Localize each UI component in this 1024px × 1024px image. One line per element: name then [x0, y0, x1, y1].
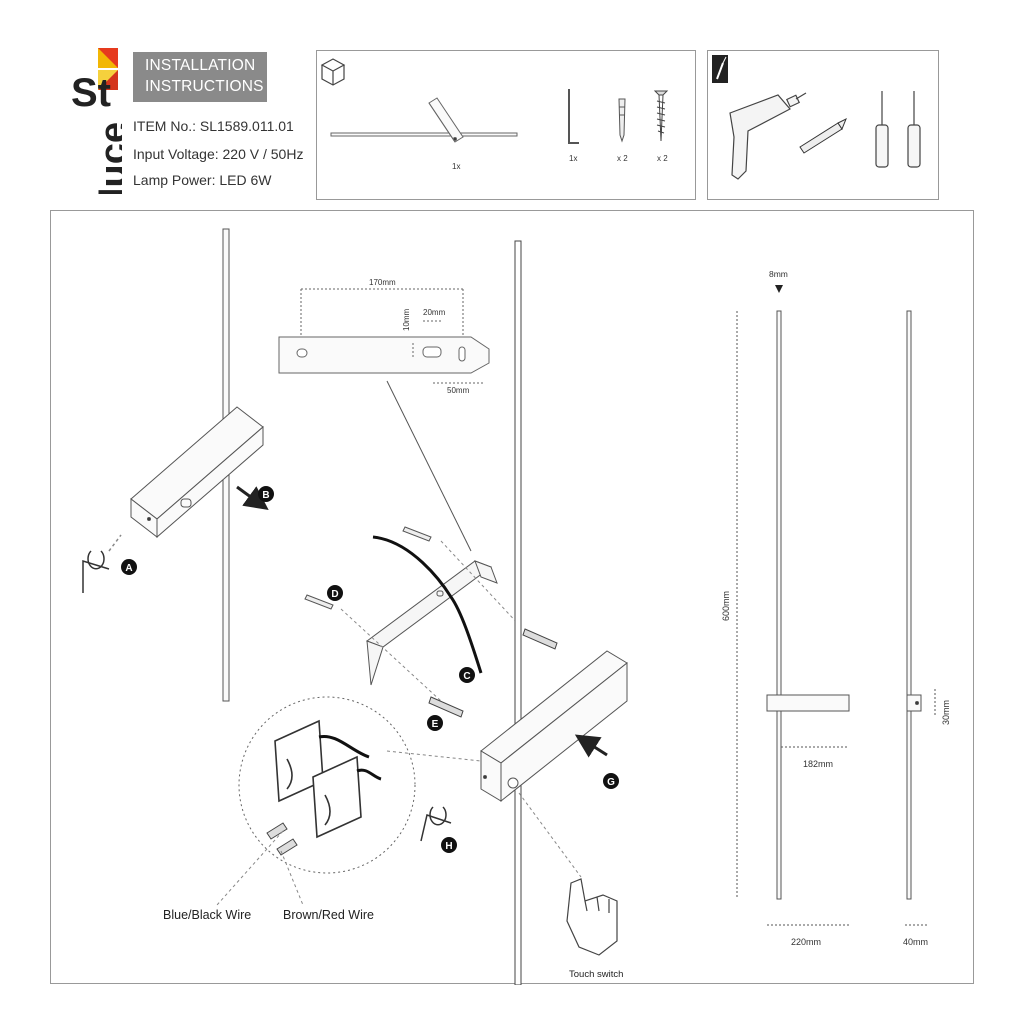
wall-plug-qty: x 2: [617, 154, 628, 163]
arrow-g: [574, 734, 608, 758]
step-badge-h: H: [441, 837, 457, 853]
bracket-drawing: [278, 288, 490, 552]
step-badge-c: C: [459, 667, 475, 683]
logo-text-st: St: [71, 71, 111, 115]
label-brown-red-wire: Brown/Red Wire: [283, 908, 374, 922]
dim-height: 600mm: [721, 591, 731, 621]
screwdriver-icon: [712, 55, 728, 83]
step-badge-g: G: [603, 773, 619, 789]
step-g-label: G: [607, 777, 615, 788]
lamp-step-2: [480, 650, 628, 803]
step-h-label: H: [445, 841, 452, 852]
lamp-part: [330, 97, 518, 143]
box-icon: [320, 58, 346, 86]
touch-pointer-line: [518, 792, 582, 878]
brand-logo: St luce: [71, 48, 122, 194]
drill-icon: [729, 92, 807, 180]
lamp-power: Lamp Power: LED 6W: [133, 172, 272, 188]
installation-diagram-panel: A B C D E F G H 170mm 20mm 10mm 50mm: [50, 210, 974, 986]
dim-slot-height: 10mm: [402, 308, 411, 331]
dim-bracket-width: 170mm: [369, 278, 396, 287]
step-b-label: B: [262, 490, 269, 501]
connector-detail: [216, 696, 482, 906]
front-view: [736, 310, 850, 926]
dim-width: 220mm: [791, 937, 821, 947]
screw-part: [653, 90, 669, 142]
dim-arm: 182mm: [803, 759, 833, 769]
step-d-label: D: [331, 589, 338, 600]
step-badge-e: E: [427, 715, 443, 731]
step-c-label: C: [463, 671, 470, 682]
pencil-icon: [799, 117, 847, 154]
step-badge-d: D: [327, 585, 343, 601]
hex-key-a: [82, 534, 122, 593]
dim-slot-spacing: 50mm: [447, 386, 470, 395]
title-line-1: INSTALLATION: [145, 57, 256, 74]
screw-qty: x 2: [657, 154, 668, 163]
step-e-label: E: [432, 719, 439, 730]
lamp-qty: 1x: [452, 162, 460, 171]
wall-plugs: [304, 526, 522, 702]
power-cable: [372, 535, 483, 674]
dim-depth: 40mm: [903, 937, 928, 947]
side-view: [905, 310, 936, 926]
title-line-2: INSTRUCTIONS: [145, 78, 264, 95]
tools-panel: [707, 50, 939, 200]
step-a-label: A: [125, 563, 132, 574]
phillips-screwdriver-icon: [907, 91, 921, 168]
item-number: ITEM No.: SL1589.011.01: [133, 118, 294, 134]
label-touch-switch: Touch switch: [569, 969, 623, 980]
input-voltage: Input Voltage: 220 V / 50Hz: [133, 146, 304, 162]
hand-icon: [566, 878, 618, 956]
lamp-step-1: [130, 228, 264, 702]
hex-key-qty: 1x: [569, 154, 577, 163]
hex-key-h: [420, 806, 452, 842]
dim-slot-width: 20mm: [423, 308, 446, 317]
hex-key-part: [568, 89, 579, 144]
wall-plug-part: [618, 98, 626, 143]
screws: [428, 628, 558, 718]
step-badge-a: A: [121, 559, 137, 575]
logo-text-luce: luce: [93, 122, 122, 194]
flathead-screwdriver-icon: [875, 91, 889, 168]
package-contents-panel: 1x 1x x 2 x 2: [316, 50, 696, 200]
wall-edge: [514, 240, 522, 986]
thickness-marker: [775, 285, 783, 293]
label-blue-black-wire: Blue/Black Wire: [163, 908, 251, 922]
step-badge-b: B: [258, 486, 274, 502]
arrow-b: [236, 485, 269, 511]
wall-bracket: [365, 560, 498, 686]
dim-block: 30mm: [941, 700, 951, 725]
dim-thickness: 8mm: [769, 269, 788, 279]
instructions-title: INSTALLATION INSTRUCTIONS: [133, 52, 267, 102]
